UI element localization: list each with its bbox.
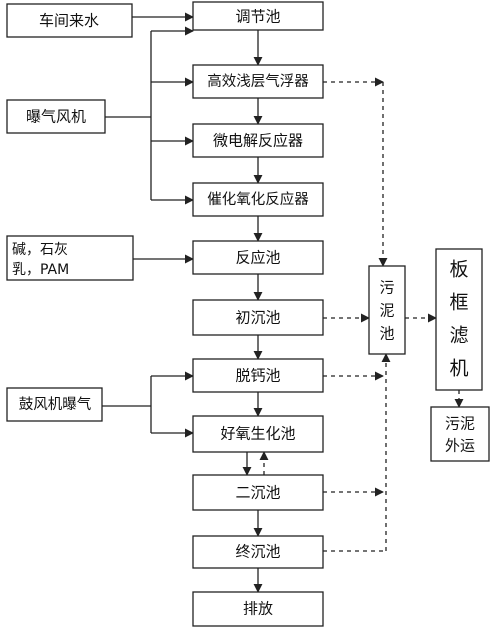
box-sludge-tank: 污 泥 池 — [368, 265, 406, 355]
box-primary-settling: 初沉池 — [192, 299, 324, 336]
process-label: 初沉池 — [235, 309, 280, 327]
input-chemicals: 碱，石灰 乳，PAM — [6, 235, 134, 281]
box-sludge-disposal: 污泥 外运 — [430, 406, 490, 462]
box-air-flotation: 高效浅层气浮器 — [192, 64, 324, 99]
process-label: 微电解反应器 — [213, 132, 303, 150]
filter-press-char: 滤 — [449, 325, 468, 347]
box-reaction-tank: 反应池 — [192, 240, 324, 275]
process-label: 催化氧化反应器 — [207, 190, 309, 208]
box-regulating-tank: 调节池 — [192, 1, 324, 31]
process-label: 反应池 — [235, 249, 280, 267]
disposal-label: 污泥 — [445, 415, 475, 433]
box-final-settling: 终沉池 — [192, 535, 324, 569]
process-label: 脱钙池 — [235, 367, 280, 385]
box-secondary-settling: 二沉池 — [192, 474, 324, 511]
input-label: 曝气风机 — [26, 108, 86, 126]
box-aerobic-tank: 好氧生化池 — [192, 415, 324, 453]
filter-press-char: 机 — [449, 358, 468, 380]
sludge-tank-char: 污 — [379, 279, 394, 297]
connectors — [102, 12, 464, 593]
input-blower-aeration: 鼓风机曝气 — [6, 387, 103, 422]
box-filter-press: 板 框 滤 机 — [435, 248, 483, 391]
disposal-label: 外运 — [445, 437, 475, 455]
input-workshop-water: 车间来水 — [6, 3, 133, 38]
input-aeration-fan: 曝气风机 — [6, 99, 106, 134]
filter-press-char: 框 — [449, 292, 468, 314]
input-label: 碱，石灰 — [12, 242, 68, 258]
process-label: 排放 — [243, 600, 273, 618]
box-decalcification: 脱钙池 — [192, 358, 324, 393]
sludge-tank-char: 池 — [379, 325, 394, 343]
process-label: 二沉池 — [235, 484, 280, 502]
process-label: 好氧生化池 — [220, 425, 295, 443]
process-label: 终沉池 — [235, 543, 280, 561]
box-micro-electrolysis: 微电解反应器 — [192, 123, 324, 158]
sludge-tank-char: 泥 — [379, 302, 394, 320]
process-label: 调节池 — [235, 8, 280, 26]
process-label: 高效浅层气浮器 — [207, 73, 309, 90]
box-catalytic-oxidation: 催化氧化反应器 — [192, 182, 324, 217]
filter-press-char: 板 — [449, 259, 468, 281]
input-label: 鼓风机曝气 — [19, 396, 92, 413]
box-discharge: 排放 — [192, 591, 324, 627]
input-label: 乳，PAM — [12, 262, 69, 278]
input-label: 车间来水 — [39, 12, 99, 30]
